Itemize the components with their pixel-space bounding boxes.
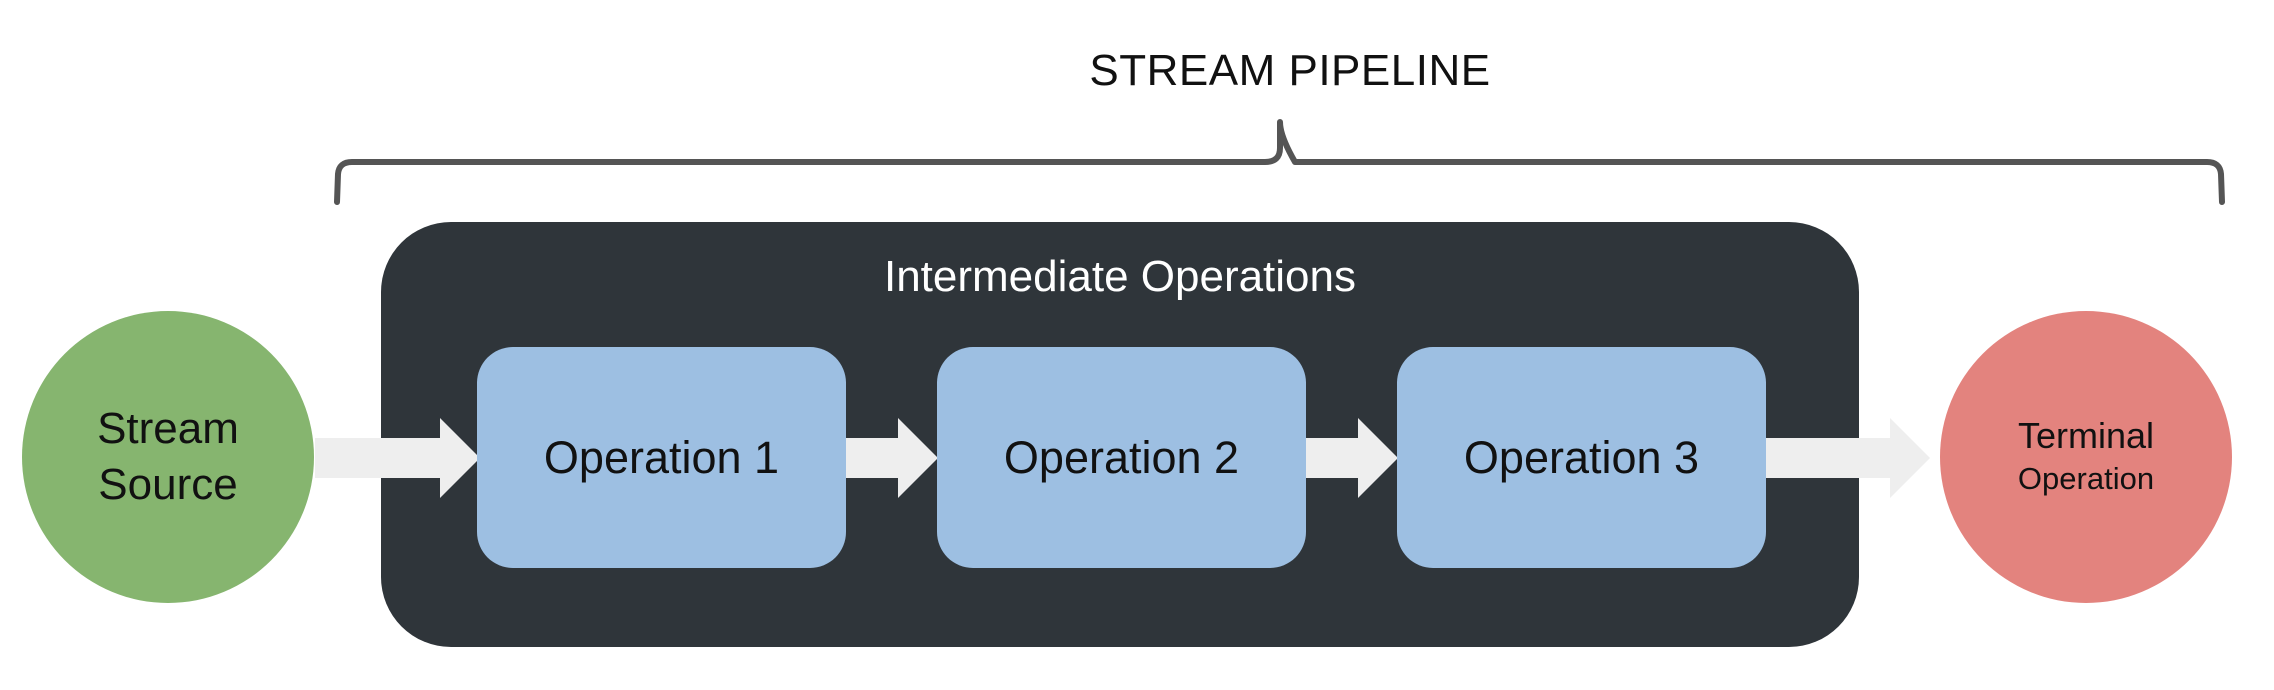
pipeline-title: STREAM PIPELINE <box>1089 46 1491 95</box>
arrow-op3-to-terminal <box>1766 418 1930 498</box>
arrow-source-to-op1 <box>315 418 480 498</box>
stream-source-label-line1: Stream <box>97 404 239 453</box>
terminal-label-line2: Operation <box>2017 461 2155 496</box>
terminal-operation-node: Terminal Operation <box>1940 311 2232 603</box>
operation-3-box: Operation 3 <box>1397 347 1766 568</box>
terminal-label-line1: Terminal <box>2017 415 2155 456</box>
stream-source-node: Stream Source <box>22 311 314 603</box>
pipeline-brace <box>334 119 2225 205</box>
arrow-op2-to-op3 <box>1306 418 1398 498</box>
stream-source-label-line2: Source <box>98 460 238 509</box>
arrow-op1-to-op2 <box>846 418 938 498</box>
intermediate-operations-title: Intermediate Operations <box>883 252 1357 301</box>
operation-1-box: Operation 1 <box>477 347 846 568</box>
operation-2-box: Operation 2 <box>937 347 1306 568</box>
